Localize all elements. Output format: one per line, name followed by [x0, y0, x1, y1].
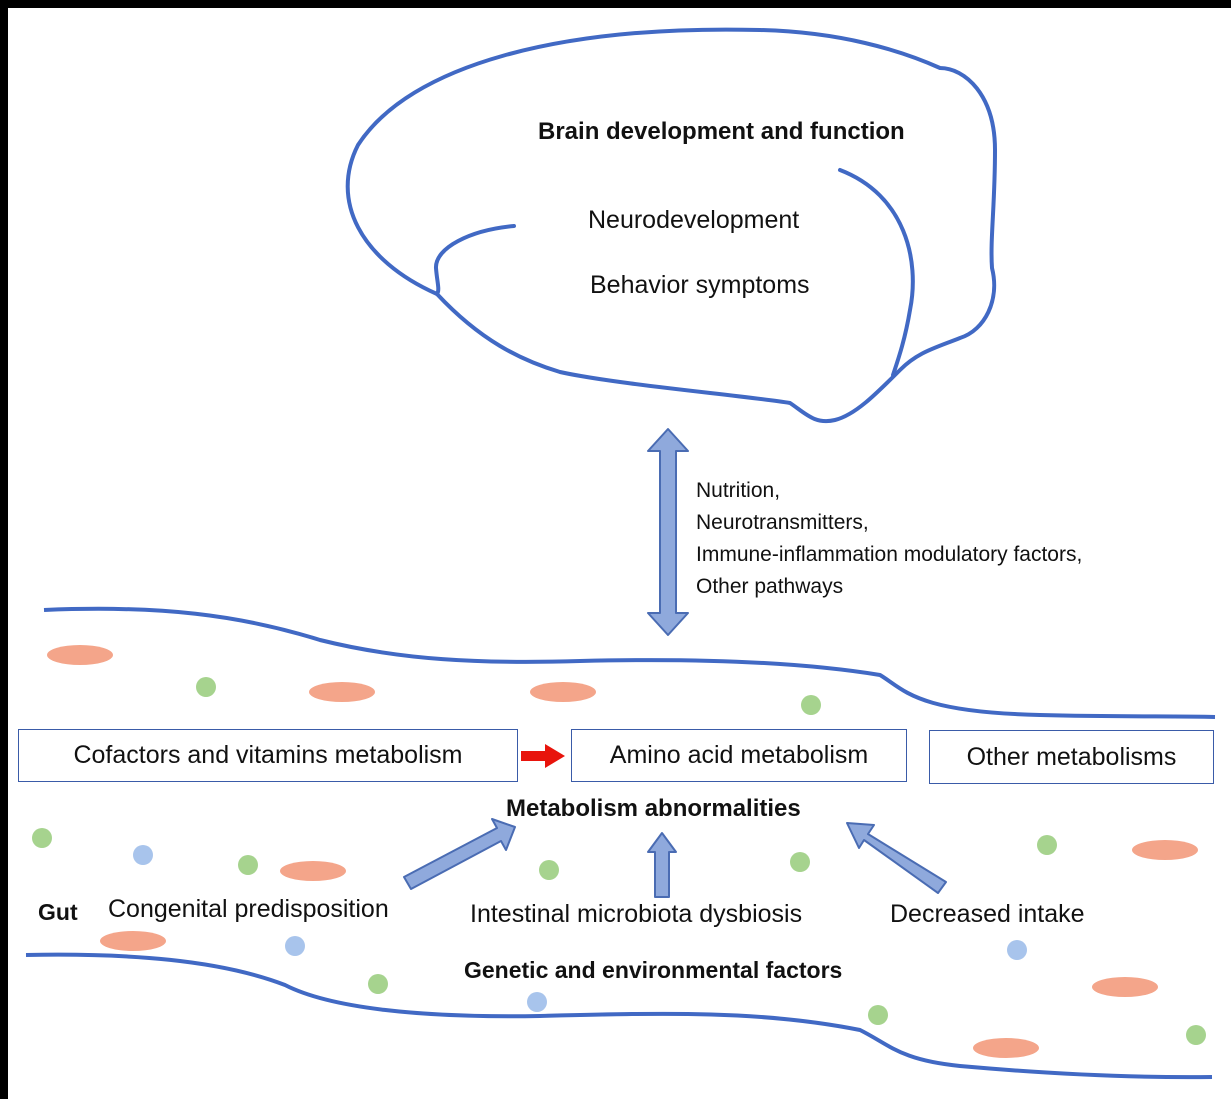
microbiota-dysbiosis-label: Intestinal microbiota dysbiosis	[470, 900, 803, 928]
blue-dot	[133, 845, 153, 865]
brain-fold-right	[838, 168, 915, 377]
microbe-ellipse	[100, 931, 166, 951]
microbe-ellipse	[530, 682, 596, 702]
decreased-intake-label: Decreased intake	[890, 900, 1085, 928]
diagram-canvas: Brain development and function Neurodeve…	[8, 8, 1231, 1099]
congenital-arrow	[403, 818, 516, 890]
intake-arrow	[846, 822, 947, 894]
microbe-blue-dots	[133, 845, 1027, 1012]
green-dot	[1037, 835, 1057, 855]
genetic-environmental-label: Genetic and environmental factors	[464, 957, 843, 983]
blue-dot	[285, 936, 305, 956]
microbe-ellipse	[280, 861, 346, 881]
gut-label: Gut	[38, 899, 78, 925]
gut-lower-wall	[25, 952, 1213, 1080]
brain-outline	[345, 27, 997, 424]
blue-dot	[1007, 940, 1027, 960]
gut-upper-wall	[43, 606, 1216, 719]
behavior-symptoms-label: Behavior symptoms	[590, 271, 810, 299]
brain-title: Brain development and function	[538, 118, 905, 145]
microbe-ellipse	[1132, 840, 1198, 860]
amino-acid-box: Amino acid metabolism	[571, 729, 907, 782]
green-dot	[539, 860, 559, 880]
microbe-ellipse	[1092, 977, 1158, 997]
green-dot	[790, 852, 810, 872]
brain-fold-left	[433, 224, 516, 296]
green-dot	[868, 1005, 888, 1025]
blue-dot	[527, 992, 547, 1012]
neurodevelopment-label: Neurodevelopment	[588, 206, 800, 234]
pathway-label: Nutrition,	[696, 479, 781, 502]
other-metabolisms-box: Other metabolisms	[929, 730, 1214, 784]
microbiota-arrow	[647, 832, 677, 898]
congenital-predisposition-label: Congenital predisposition	[108, 895, 389, 923]
diagram-artwork	[25, 27, 1216, 1080]
microbe-green-dots	[32, 677, 1206, 1045]
green-dot	[196, 677, 216, 697]
pathway-label: Other pathways	[696, 575, 844, 598]
green-dot	[238, 855, 258, 875]
microbe-ellipse	[309, 682, 375, 702]
pathway-label: Neurotransmitters,	[696, 511, 869, 534]
microbe-ellipses	[47, 645, 1198, 1058]
red-arrow	[521, 744, 565, 768]
pathway-labels: Nutrition, Neurotransmitters, Immune-inf…	[696, 475, 1082, 603]
green-dot	[801, 695, 821, 715]
metabolism-abnormalities-label: Metabolism abnormalities	[506, 795, 801, 822]
brain-gut-double-arrow	[647, 428, 689, 636]
cofactors-vitamins-box: Cofactors and vitamins metabolism	[18, 729, 518, 782]
green-dot	[368, 974, 388, 994]
green-dot	[32, 828, 52, 848]
pathway-label: Immune-inflammation modulatory factors,	[696, 543, 1083, 566]
microbe-ellipse	[973, 1038, 1039, 1058]
green-dot	[1186, 1025, 1206, 1045]
microbe-ellipse	[47, 645, 113, 665]
